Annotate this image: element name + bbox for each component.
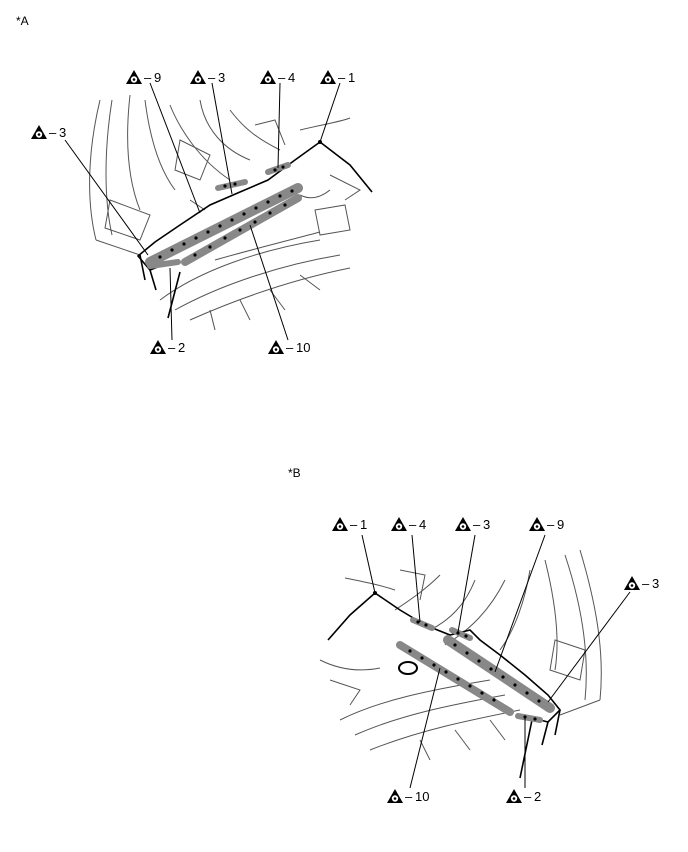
svg-text:–: – — [208, 70, 216, 85]
svg-text:–: – — [168, 340, 176, 355]
callout-b3-right: – 3 — [624, 576, 659, 591]
svg-text:–: – — [144, 70, 152, 85]
callout-b4: – 4 — [391, 517, 426, 532]
svg-text:–: – — [49, 125, 57, 140]
panel-a-leader-lines — [64, 82, 341, 341]
callout-b1: – 1 — [332, 517, 367, 532]
callout-a10: – 10 — [268, 340, 310, 355]
svg-text:–: – — [524, 789, 532, 804]
panel-b-drawing — [319, 549, 602, 761]
svg-text:1: 1 — [348, 70, 355, 85]
svg-text:9: 9 — [557, 517, 564, 532]
callout-b2: – 2 — [506, 789, 541, 804]
panel-a-drawing — [89, 94, 361, 331]
svg-text:3: 3 — [652, 576, 659, 591]
svg-text:–: – — [278, 70, 286, 85]
svg-text:–: – — [547, 517, 555, 532]
callout-b10: – 10 — [387, 789, 429, 804]
svg-text:–: – — [338, 70, 346, 85]
svg-text:–: – — [350, 517, 358, 532]
svg-text:4: 4 — [419, 517, 426, 532]
panel-b-hole — [398, 661, 418, 675]
svg-text:–: – — [473, 517, 481, 532]
panel-b-tag: *B — [288, 466, 301, 480]
panel-a-tag: *A — [16, 14, 29, 28]
svg-text:10: 10 — [415, 789, 429, 804]
callout-a9: – 9 — [126, 70, 161, 85]
svg-text:2: 2 — [534, 789, 541, 804]
svg-text:2: 2 — [178, 340, 185, 355]
svg-text:–: – — [286, 340, 294, 355]
svg-text:3: 3 — [218, 70, 225, 85]
callout-a2: – 2 — [150, 340, 185, 355]
svg-text:–: – — [409, 517, 417, 532]
svg-text:–: – — [405, 789, 413, 804]
svg-text:9: 9 — [154, 70, 161, 85]
callout-a3-top: – 3 — [190, 70, 225, 85]
callout-a3-left: – 3 — [31, 125, 66, 140]
panel-b-leader-lines — [361, 534, 631, 789]
svg-text:10: 10 — [296, 340, 310, 355]
callout-b9: – 9 — [529, 517, 564, 532]
svg-text:–: – — [642, 576, 650, 591]
callout-b3-top: – 3 — [455, 517, 490, 532]
callout-a1: – 1 — [320, 70, 355, 85]
callout-a4: – 4 — [260, 70, 295, 85]
svg-text:4: 4 — [288, 70, 295, 85]
svg-text:3: 3 — [483, 517, 490, 532]
svg-text:3: 3 — [59, 125, 66, 140]
panel-a-floor-edge — [136, 141, 373, 319]
svg-text:1: 1 — [360, 517, 367, 532]
